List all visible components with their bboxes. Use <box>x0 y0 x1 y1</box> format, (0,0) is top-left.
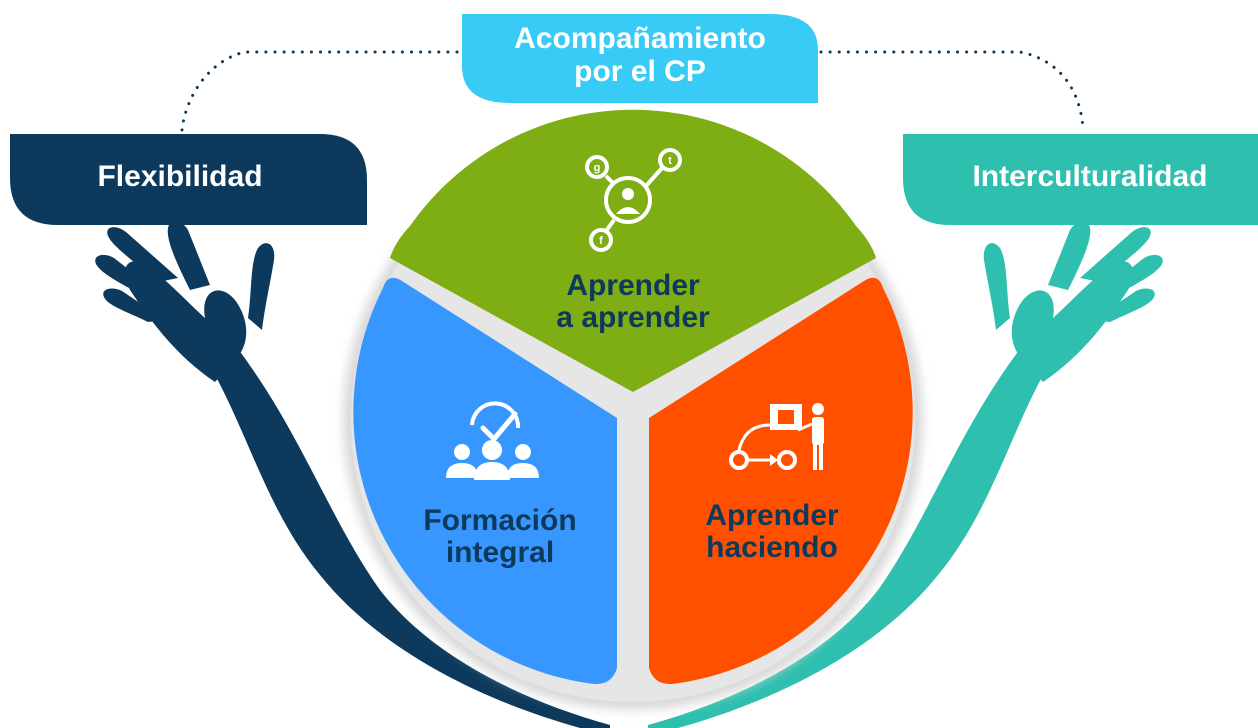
acompanamiento-tab <box>462 14 818 103</box>
right-hand <box>648 221 1163 728</box>
presenter-workflow-icon <box>729 403 824 470</box>
segment-left-blue <box>353 277 617 685</box>
flexibilidad-label: Flexibilidad <box>97 160 263 193</box>
social-network-person-icon <box>585 148 682 252</box>
acompanamiento-label: Acompañamiento por el CP <box>462 22 818 88</box>
segment-top-line2: a aprender <box>556 301 710 335</box>
segment-left-line2: integral <box>445 536 555 570</box>
interculturalidad-tab <box>903 134 1258 225</box>
acompanamiento-line1: Acompañamiento <box>514 22 766 55</box>
segment-top-line1: Aprender <box>566 269 700 302</box>
segment-right-line1: Aprender <box>705 499 839 532</box>
segment-top-green <box>390 109 876 393</box>
segment-left-label: Formación integral <box>390 504 610 570</box>
svg-text:t: t <box>668 155 672 167</box>
segment-top-label: Aprender a aprender <box>523 269 743 335</box>
flexibilidad-tab <box>10 134 367 225</box>
svg-text:g: g <box>594 162 601 174</box>
segment-left-line1: Formación <box>423 504 577 537</box>
acompanamiento-line2: por el CP <box>574 55 706 88</box>
segment-right-label: Aprender haciendo <box>662 499 882 565</box>
segment-right-line2: haciendo <box>706 531 838 565</box>
team-checkmark-icon <box>446 401 539 480</box>
social-letters: g t f <box>594 155 673 247</box>
left-hand <box>95 221 610 728</box>
interculturalidad-label: Interculturalidad <box>972 160 1208 193</box>
segment-right-orange <box>649 277 913 685</box>
svg-text:f: f <box>599 235 603 247</box>
